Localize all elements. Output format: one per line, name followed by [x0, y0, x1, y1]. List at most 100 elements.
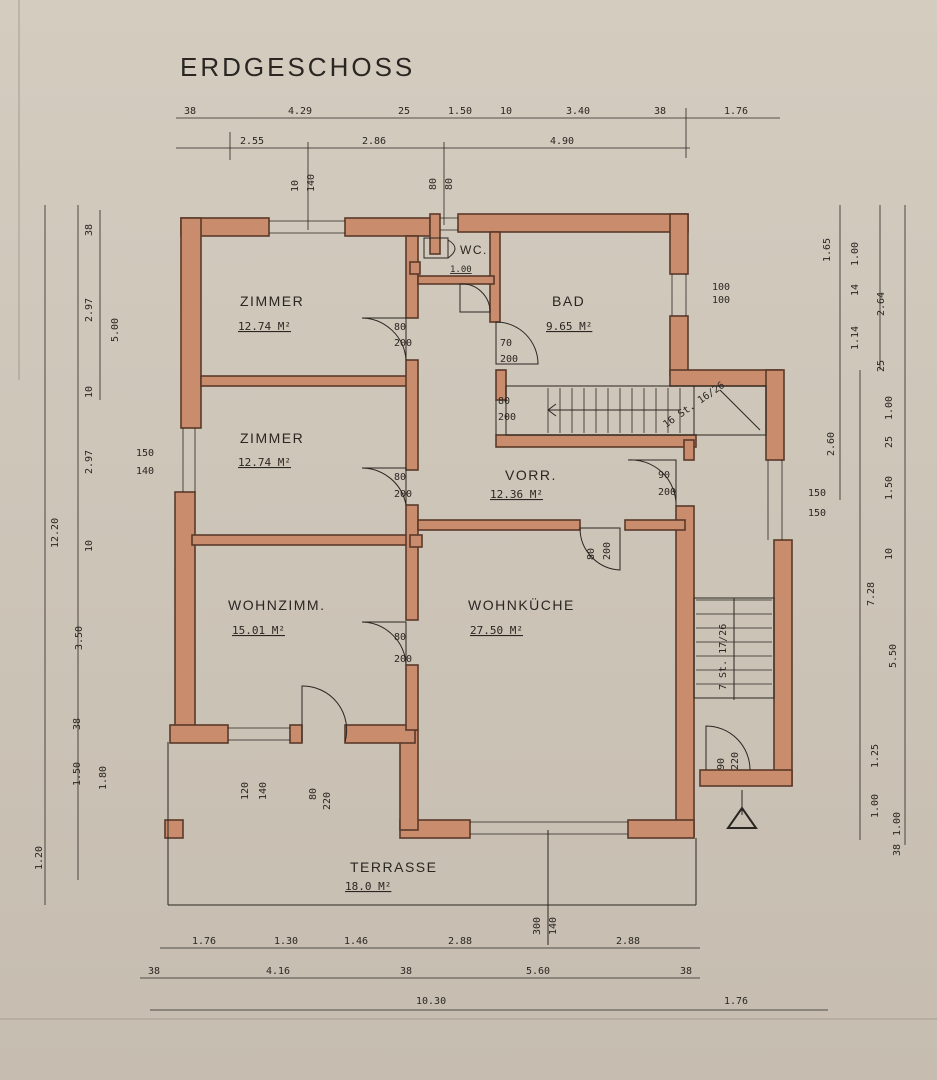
door-hall-height: 200 [498, 412, 516, 423]
left-dim-outer-3: 1.80 [98, 766, 109, 790]
windows [182, 217, 783, 835]
room-area-terrasse: 18.0 M² [345, 880, 391, 893]
bottom-dim-row2-2: 4.16 [266, 966, 290, 977]
left-dim-4: 2.97 [84, 450, 95, 474]
door-bad-width: 70 [500, 338, 512, 349]
room-name-zimmer-1: ZIMMER [240, 293, 304, 309]
top-window-mark-1: 10 [290, 180, 301, 192]
door-entrance-height: 220 [730, 752, 741, 770]
door-swings [301, 283, 751, 771]
room-area-wohnkueche: 27.50 M² [470, 624, 523, 637]
left-dim-7: 38 [72, 718, 83, 730]
door-zimmer1-width: 80 [394, 322, 406, 333]
right-dim-outer-3: 1.50 [884, 476, 895, 500]
bottom-dim-4: 2.88 [448, 936, 472, 947]
terrace-outline [167, 742, 697, 945]
plan-title: ERDGESCHOSS [180, 52, 415, 82]
right-dim-outer-6: 5.50 [888, 644, 899, 668]
stair-lower-label: 7 St. 17/26 [718, 624, 729, 690]
room-name-wc: WC. [460, 243, 488, 257]
right-dim-outer-9: 38 [892, 844, 903, 856]
room-area-wohnzimm: 15.01 M² [232, 624, 285, 637]
room-area-zimmer-1: 12.74 M² [238, 320, 291, 333]
room-area-wc: 1.00 [450, 265, 472, 275]
bottom-dim-2: 1.30 [274, 936, 298, 947]
door-zimmer1-height: 200 [394, 338, 412, 349]
top-window-mark-4: 80 [444, 178, 455, 190]
entrance-marker [726, 790, 758, 829]
room-name-vorr: VORR. [505, 467, 557, 483]
right-dim-1: 1.65 [822, 238, 833, 262]
left-dim-1: 38 [84, 224, 95, 236]
room-name-wohnkueche: WOHNKÜCHE [468, 596, 575, 613]
door-wohnzimm-width: 80 [394, 632, 406, 643]
stair-upper [505, 385, 767, 436]
room-area-bad: 9.65 M² [546, 320, 592, 333]
room-name-terrasse: TERRASSE [350, 859, 437, 875]
fold-line-vertical [18, 0, 20, 380]
door-labels: 80 200 80 200 80 200 70 200 80 200 90 20… [308, 322, 741, 810]
top-dim-row2-2: 2.86 [362, 136, 386, 147]
inner-walls [191, 213, 697, 731]
right-dimensions: 1.65 1.00 14 2.64 1.14 25 2.60 1.00 25 1… [822, 238, 903, 856]
door-vorr-right-width: 90 [658, 470, 670, 481]
door-terrace-height: 220 [322, 792, 333, 810]
top-dim-row2-3: 4.90 [550, 136, 574, 147]
top-dim-4: 1.50 [448, 106, 472, 117]
window-left-height: 140 [136, 466, 154, 477]
bottom-dim-row2-4: 5.60 [526, 966, 550, 977]
top-window-mark-3: 80 [428, 178, 439, 190]
door-bad-height: 200 [500, 354, 518, 365]
left-dim-outer-1: 12.20 [50, 518, 61, 548]
room-name-zimmer-2: ZIMMER [240, 430, 304, 446]
right-dim-outer-2: 25 [884, 436, 895, 448]
door-zimmer2-width: 80 [394, 472, 406, 483]
top-dim-5: 10 [500, 106, 512, 117]
wc-fixture [409, 237, 456, 548]
window-bad-width: 100 [712, 282, 730, 293]
fold-line-horizontal [0, 1018, 937, 1020]
stair-lower [693, 597, 775, 700]
left-dim-mid: 5.00 [110, 318, 121, 342]
right-dim-outer-7: 1.25 [870, 744, 881, 768]
dimension-lines [44, 108, 906, 1011]
bottom-dim-1: 1.76 [192, 936, 216, 947]
right-dim-2: 1.00 [850, 242, 861, 266]
window-kueche-height: 140 [548, 917, 559, 935]
right-dim-7: 2.60 [826, 432, 837, 456]
door-wohnzimm-height: 200 [394, 654, 412, 665]
bottom-dim-row3-2: 1.76 [724, 996, 748, 1007]
window-right-width: 150 [808, 488, 826, 499]
right-dim-outer-10: 7.28 [866, 582, 877, 606]
right-dim-5: 1.14 [850, 326, 861, 350]
left-dimensions: 38 2.97 10 2.97 10 3.50 38 5.00 12.20 1.… [34, 224, 121, 870]
room-area-zimmer-2: 12.74 M² [238, 456, 291, 469]
bottom-dim-row2-5: 38 [680, 966, 692, 977]
bottom-dim-row3-1: 10.30 [416, 996, 446, 1007]
right-dim-outer-8: 1.00 [892, 812, 903, 836]
left-dim-outer-2: 1.50 [72, 762, 83, 786]
door-kueche-height: 200 [602, 542, 613, 560]
left-dim-5: 10 [84, 540, 95, 552]
door-terrace-width: 80 [308, 788, 319, 800]
left-dim-outer-4: 1.20 [34, 846, 45, 870]
bottom-dimensions: 1.76 1.30 1.46 2.88 2.88 38 4.16 38 5.60… [148, 936, 748, 1007]
top-dim-6: 3.40 [566, 106, 590, 117]
room-area-vorr: 12.36 M² [490, 488, 543, 501]
left-dim-2: 2.97 [84, 298, 95, 322]
bottom-dim-5: 2.88 [616, 936, 640, 947]
right-dim-3: 14 [850, 284, 861, 296]
top-dimensions: 38 4.29 25 1.50 10 3.40 38 1.76 2.55 2.8… [184, 106, 748, 147]
door-zimmer2-height: 200 [394, 489, 412, 500]
window-wohnzimm-width: 120 [240, 782, 251, 800]
left-dim-3: 10 [84, 386, 95, 398]
window-right-height: 150 [808, 508, 826, 519]
bottom-dim-row2-1: 38 [148, 966, 160, 977]
top-dim-8: 1.76 [724, 106, 748, 117]
window-kueche-width: 300 [532, 917, 543, 935]
room-name-bad: BAD [552, 293, 585, 309]
right-dim-outer-4: 1.00 [870, 794, 881, 818]
window-wohnzimm-height: 140 [258, 782, 269, 800]
door-hall-width: 80 [498, 396, 510, 407]
